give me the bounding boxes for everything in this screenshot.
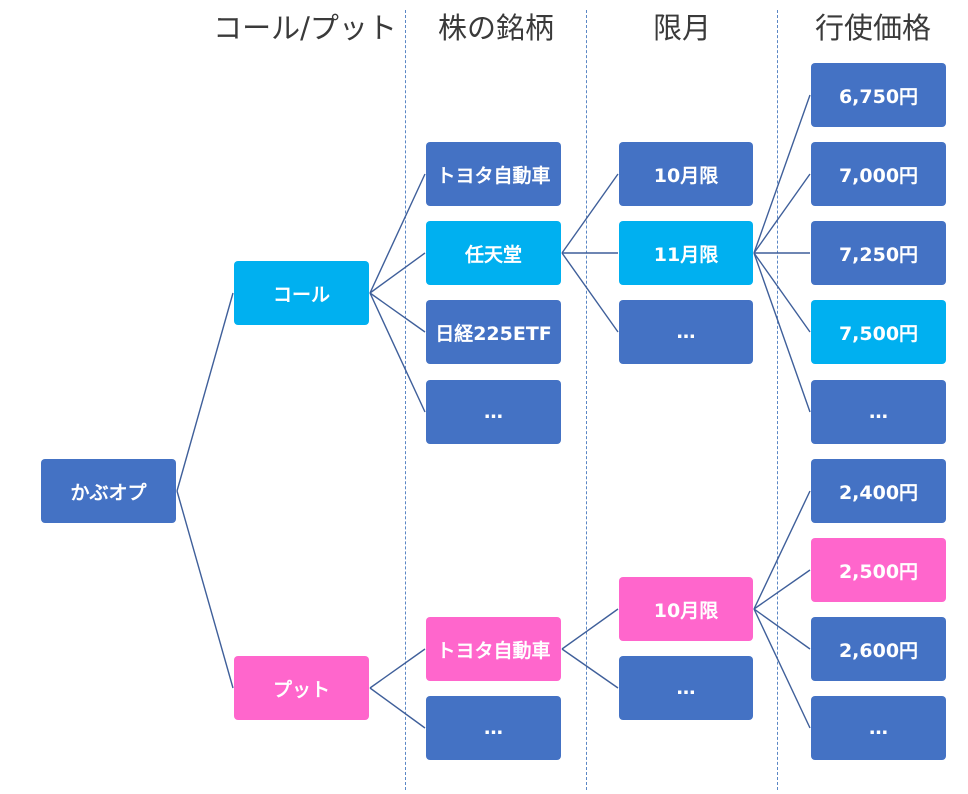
node-call-stock-more[interactable]: …	[426, 380, 561, 444]
node-call-strike-more[interactable]: …	[811, 380, 946, 444]
node-put[interactable]: プット	[234, 656, 369, 720]
connector-call-to-call_stock_toyota	[369, 173, 426, 294]
connector-put-to-put_stock_toyota	[369, 648, 426, 689]
node-call-strike-7000[interactable]: 7,000円	[811, 142, 946, 206]
node-put-month-october[interactable]: 10月限	[619, 577, 753, 641]
node-put-strike-2600[interactable]: 2,600円	[811, 617, 946, 681]
column-divider-3	[777, 10, 778, 790]
header-month: 限月	[652, 11, 711, 45]
node-call-month-more[interactable]: …	[619, 300, 753, 364]
connector-put_month_oct-to-put_strike_more	[753, 608, 811, 729]
connector-put_stock_toyota-to-put_month_more	[561, 648, 619, 689]
connector-call_month_nov-to-call_strike_6750	[753, 94, 811, 254]
column-divider-1	[405, 10, 406, 790]
node-call-month-october[interactable]: 10月限	[619, 142, 753, 206]
header-stock: 株の銘柄	[437, 11, 554, 45]
node-call-stock-toyota[interactable]: トヨタ自動車	[426, 142, 561, 206]
connector-call_month_nov-to-call_strike_more	[753, 252, 811, 413]
node-call-stock-nikkei225etf[interactable]: 日経225ETF	[426, 300, 561, 364]
connector-put_stock_toyota-to-put_month_oct	[561, 608, 619, 650]
node-put-stock-more[interactable]: …	[426, 696, 561, 760]
header-strike: 行使価格	[814, 11, 931, 45]
node-call-strike-6750[interactable]: 6,750円	[811, 63, 946, 127]
node-put-strike-more[interactable]: …	[811, 696, 946, 760]
connector-call_stock_nintendo-to-call_month_more	[561, 252, 619, 333]
connector-call_month_nov-to-call_strike_7500	[753, 252, 811, 333]
connector-call-to-call_stock_nintendo	[369, 252, 426, 294]
node-kabuop[interactable]: かぶオプ	[41, 459, 176, 523]
node-call-strike-7250[interactable]: 7,250円	[811, 221, 946, 285]
node-put-strike-2400[interactable]: 2,400円	[811, 459, 946, 523]
connector-call_month_nov-to-call_strike_7000	[753, 173, 811, 254]
column-divider-2	[586, 10, 587, 790]
connector-root-to-call	[176, 292, 234, 492]
connector-put-to-put_stock_more	[369, 687, 426, 729]
connector-put_month_oct-to-put_strike_2400	[753, 490, 811, 610]
connector-call_stock_nintendo-to-call_month_oct	[561, 173, 619, 254]
connector-root-to-put	[176, 490, 234, 689]
connector-call-to-call_stock_more	[369, 292, 426, 413]
node-call-strike-7500[interactable]: 7,500円	[811, 300, 946, 364]
node-call[interactable]: コール	[234, 261, 369, 325]
node-put-strike-2500[interactable]: 2,500円	[811, 538, 946, 602]
node-put-month-more[interactable]: …	[619, 656, 753, 720]
connector-put_month_oct-to-put_strike_2500	[753, 569, 811, 610]
connector-put_month_oct-to-put_strike_2600	[753, 608, 811, 650]
node-put-stock-toyota[interactable]: トヨタ自動車	[426, 617, 561, 681]
connector-call-to-call_stock_nikkei	[369, 292, 426, 333]
node-call-month-november[interactable]: 11月限	[619, 221, 753, 285]
node-call-stock-nintendo[interactable]: 任天堂	[426, 221, 561, 285]
header-callput: コール/プット	[213, 11, 397, 45]
